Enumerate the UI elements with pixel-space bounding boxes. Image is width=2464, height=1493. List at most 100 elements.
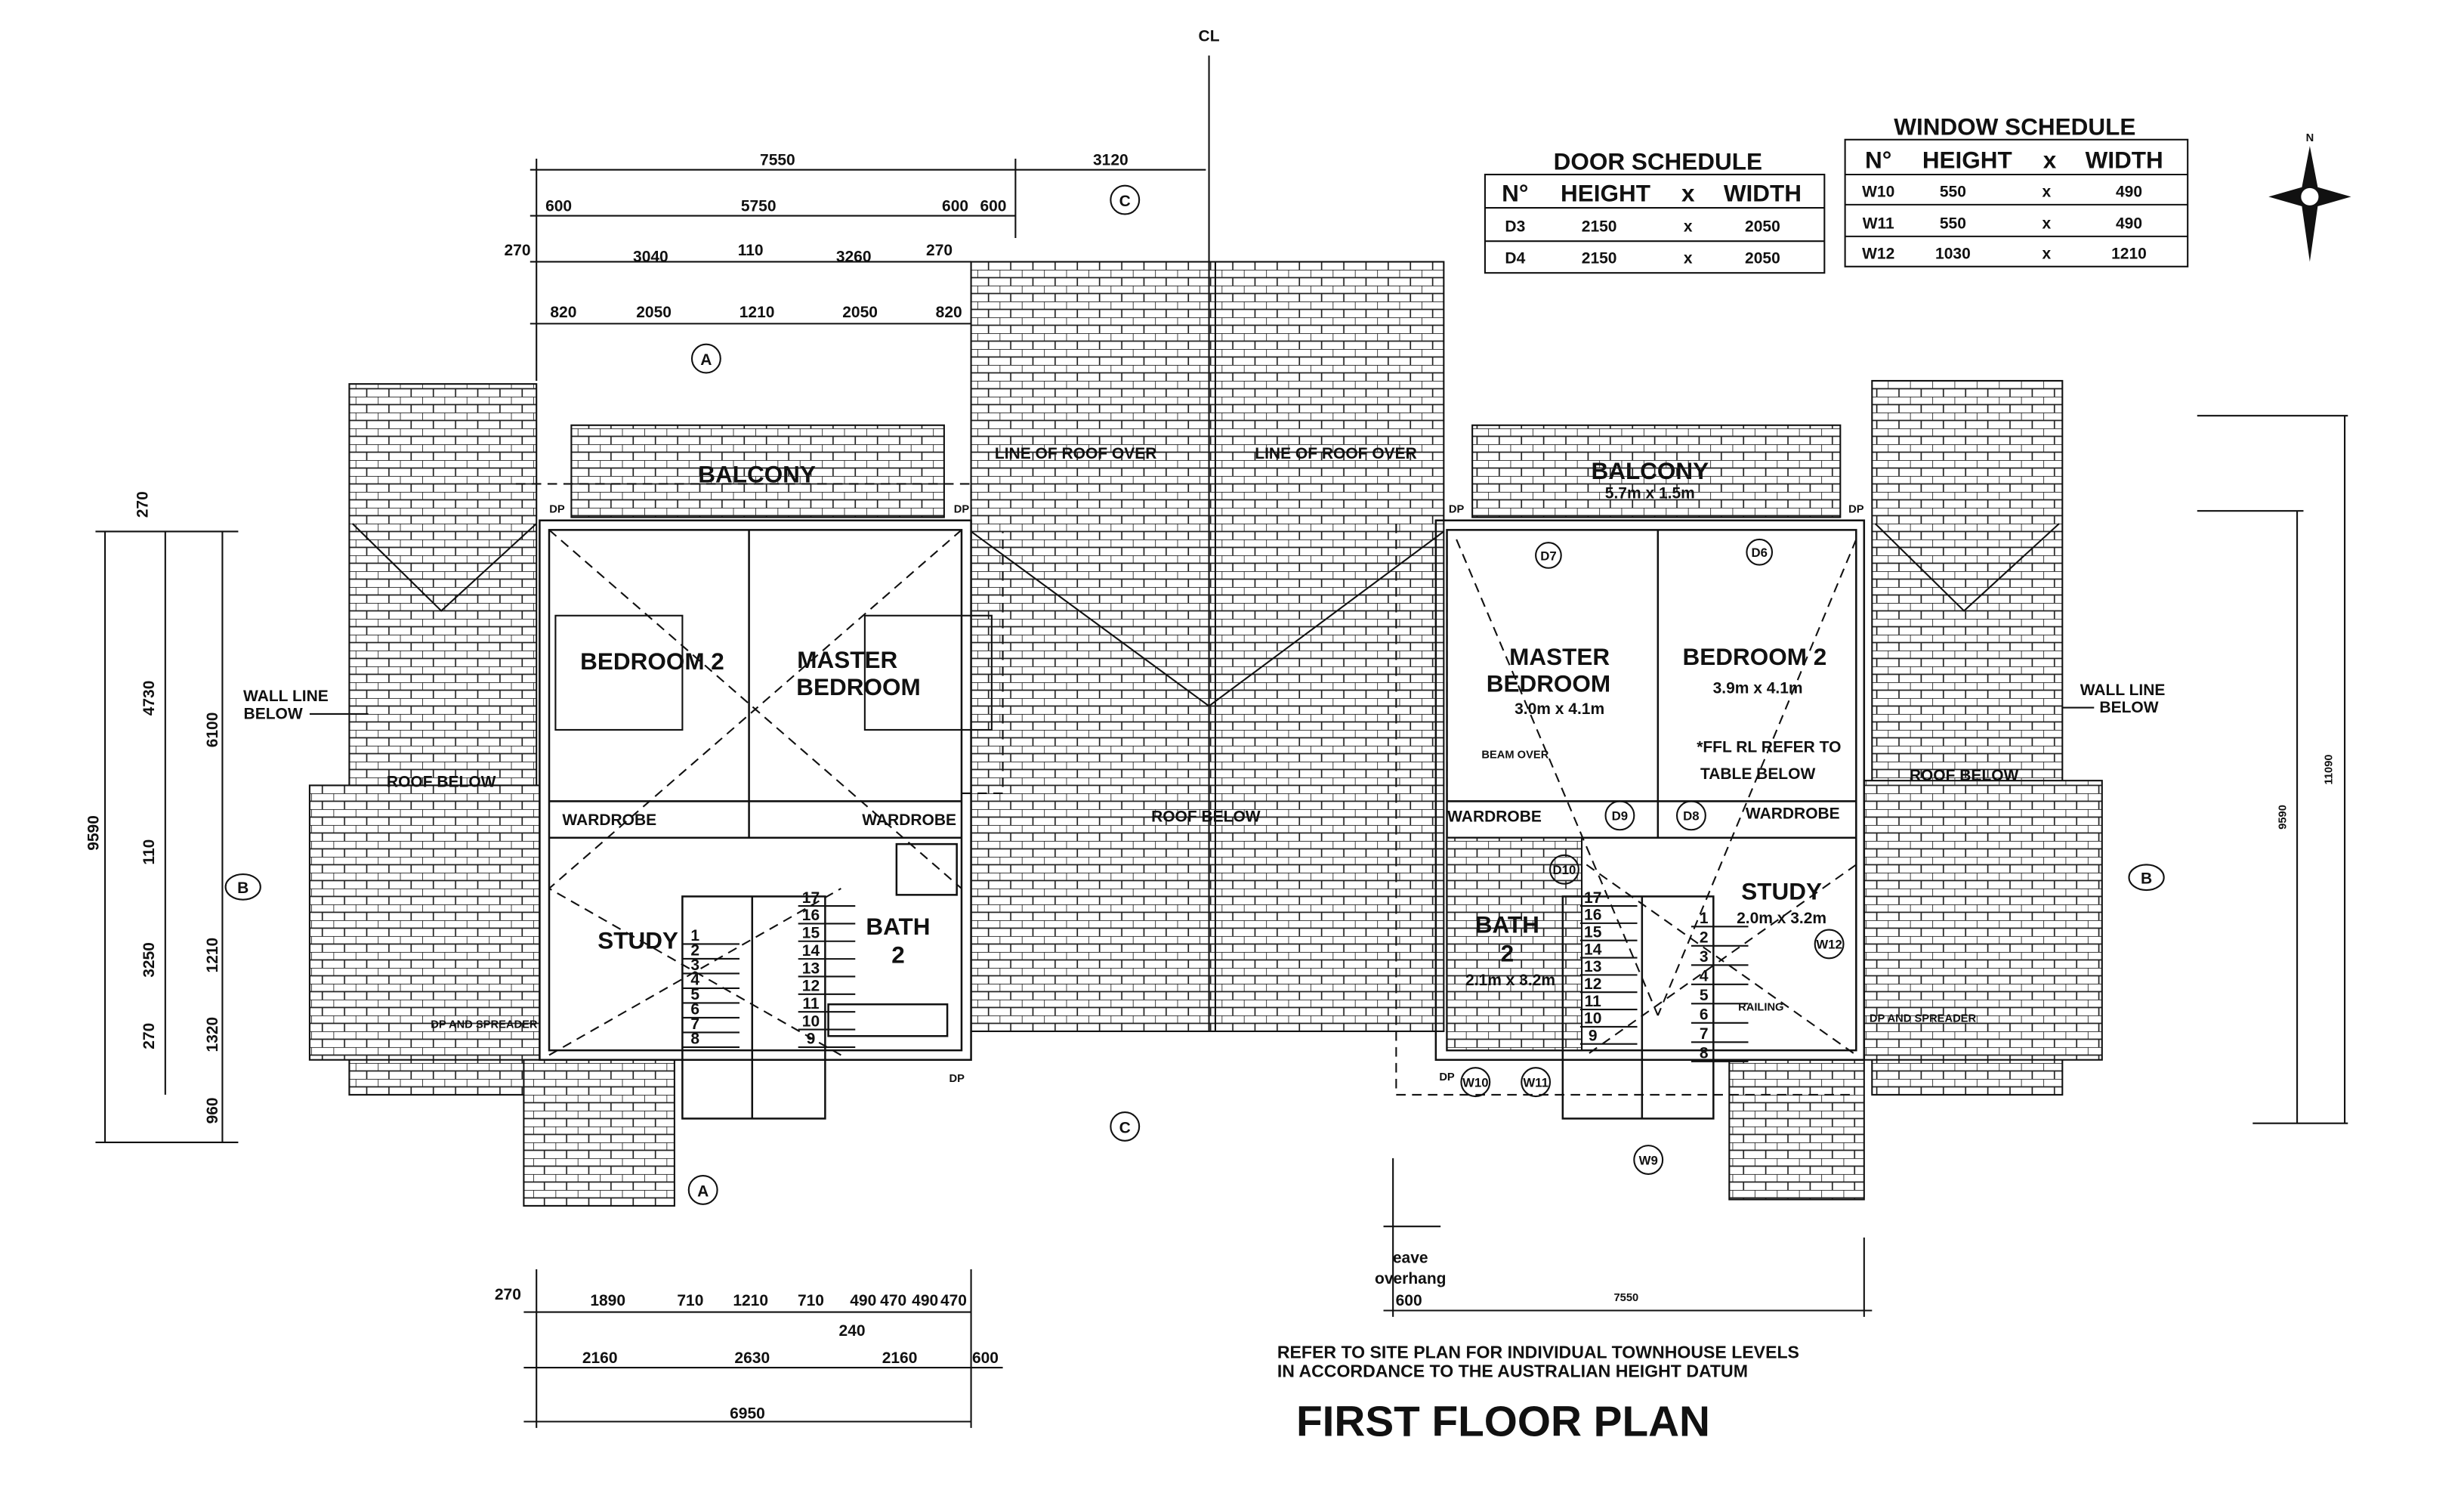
- right-master-label-1: MASTER: [1509, 643, 1610, 670]
- dim-bottom-r1-1: 270: [495, 1286, 521, 1303]
- stair-number: 5: [1700, 987, 1709, 1004]
- left-room-labels: BALCONY BEDROOM 2 MASTER BEDROOM WARDROB…: [243, 445, 1417, 1085]
- svg-text:D6: D6: [1751, 546, 1767, 560]
- stair-number: 15: [802, 925, 820, 942]
- dim-eave-2: overhang: [1375, 1270, 1446, 1287]
- stair-number: 12: [802, 978, 820, 995]
- dim-top-r3-2: 3040: [633, 248, 668, 265]
- stair-number: 17: [802, 889, 820, 907]
- right-ffl-note-1: *FFL RL REFER TO: [1697, 738, 1841, 756]
- dim-top-r3-5: 270: [926, 242, 953, 259]
- dim-top-r2-3: 600: [942, 197, 968, 215]
- svg-text:x: x: [1681, 180, 1695, 207]
- centerline-label: CL: [1199, 28, 1220, 45]
- dim-top-r2-4: 600: [980, 197, 1006, 215]
- section-a-top: A: [690, 343, 721, 374]
- left-line-of-roof-over: LINE OF ROOF OVER: [995, 445, 1157, 462]
- right-dp-3: DP: [1439, 1071, 1455, 1083]
- left-roof-below: ROOF BELOW: [387, 774, 496, 791]
- right-study-label: STUDY: [1741, 878, 1822, 905]
- svg-text:A: A: [700, 351, 712, 369]
- dim-bottom-r1-4: 1210: [733, 1292, 768, 1309]
- svg-text:490: 490: [2116, 215, 2142, 232]
- stair-number: 15: [1584, 924, 1602, 941]
- window-row-w12: W12: [1862, 245, 1894, 262]
- tag-w9: W9: [1633, 1145, 1664, 1175]
- stair-number: 11: [802, 995, 820, 1012]
- dim-left-outer-3: 1320: [204, 1017, 221, 1053]
- left-balcony: [570, 424, 945, 518]
- right-dp-1: DP: [1449, 503, 1465, 515]
- dim-bottom-r1-3: 710: [677, 1292, 703, 1309]
- stair-number: 16: [1584, 907, 1601, 924]
- svg-text:W11: W11: [1523, 1075, 1548, 1090]
- svg-text:490: 490: [2116, 183, 2142, 200]
- window-row-w10: W10: [1862, 183, 1894, 200]
- window-schedule: WINDOW SCHEDULE N° HEIGHT x WIDTH W10 55…: [1844, 113, 2189, 267]
- svg-text:2050: 2050: [1745, 218, 1780, 236]
- stair-number: 8: [690, 1031, 699, 1048]
- right-wardrobe-1: WARDROBE: [1447, 808, 1542, 826]
- left-study-label: STUDY: [597, 927, 678, 954]
- right-unit: [1395, 519, 1866, 1120]
- svg-text:B: B: [2141, 870, 2152, 888]
- dim-top-r4-2: 2050: [636, 304, 672, 321]
- dim-top-r2-2: 5750: [741, 197, 777, 215]
- svg-text:2050: 2050: [1745, 250, 1780, 267]
- svg-text:2150: 2150: [1582, 218, 1617, 236]
- dim-left-inner-1: 270: [134, 491, 152, 518]
- right-dp-spreader: DP AND SPREADER: [1870, 1012, 1977, 1025]
- stair-number: 4: [690, 972, 699, 989]
- right-bath-label-2: 2: [1501, 940, 1515, 967]
- section-a-bottom: A: [687, 1174, 718, 1205]
- left-dp-spreader: DP AND SPREADER: [431, 1019, 538, 1031]
- dim-bottom-r2-4: 600: [972, 1349, 999, 1367]
- right-balcony: [1471, 424, 1842, 518]
- stair-number: 5: [690, 986, 699, 1003]
- right-bedroom2-label: BEDROOM 2: [1683, 643, 1827, 670]
- left-dp-2: DP: [954, 503, 970, 515]
- dim-top-r3-1: 270: [504, 242, 530, 259]
- dim-bottom-r1-7: 470: [880, 1292, 906, 1309]
- svg-text:x: x: [2043, 147, 2057, 174]
- svg-text:WIDTH: WIDTH: [1724, 180, 1802, 207]
- dim-top-r2-1: 600: [545, 197, 572, 215]
- stair-number: 6: [1700, 1006, 1709, 1024]
- svg-text:x: x: [2042, 215, 2051, 232]
- stair-number: 14: [1584, 941, 1602, 958]
- svg-text:HEIGHT: HEIGHT: [1561, 180, 1650, 207]
- dim-bottom-right: 7550: [1613, 1292, 1638, 1304]
- dim-eave-3: 600: [1396, 1292, 1422, 1309]
- dim-right-1: 11090: [2323, 754, 2335, 784]
- right-beam-over: BEAM OVER: [1481, 750, 1548, 762]
- dim-top-r3-3: 110: [738, 242, 764, 259]
- stair-number: 16: [802, 907, 820, 924]
- dim-top-r4-4: 2050: [842, 304, 878, 321]
- svg-text:HEIGHT: HEIGHT: [1922, 147, 2012, 174]
- section-c-top: C: [1110, 184, 1141, 215]
- left-wall-line-2: BELOW: [244, 705, 303, 722]
- section-c-bottom: C: [1110, 1111, 1141, 1142]
- title-block: REFER TO SITE PLAN FOR INDIVIDUAL TOWNHO…: [1277, 1343, 1799, 1446]
- dim-bottom-r2-2: 2630: [734, 1349, 770, 1367]
- svg-text:x: x: [1684, 218, 1693, 236]
- svg-text:D9: D9: [1612, 809, 1628, 824]
- dim-bottom-overall: 6950: [730, 1405, 765, 1422]
- dim-bottom-r1-9: 470: [940, 1292, 967, 1309]
- dim-left-inner-4: 3250: [140, 942, 158, 978]
- door-window-tags: D7 D6 D9 D8 D10 W12 W10 W11 W9: [1460, 538, 1845, 1175]
- stair-number: 2: [1700, 929, 1709, 947]
- plan-title: FIRST FLOOR PLAN: [1296, 1398, 1710, 1445]
- dim-top-overall-1: 7550: [760, 151, 795, 168]
- right-wall-line-1: WALL LINE: [2080, 682, 2166, 699]
- section-b-right: B: [2128, 864, 2165, 892]
- center-roof: [970, 261, 1445, 1032]
- right-bath-label-1: BATH: [1475, 911, 1539, 938]
- svg-text:x: x: [2042, 183, 2051, 200]
- door-row-d3: D3: [1505, 218, 1525, 236]
- svg-text:550: 550: [1940, 183, 1966, 200]
- north-arrow-icon: N: [2268, 132, 2351, 262]
- left-master-label-1: MASTER: [797, 646, 897, 673]
- dim-top-r4-3: 1210: [740, 304, 775, 321]
- svg-text:N°: N°: [1502, 180, 1528, 207]
